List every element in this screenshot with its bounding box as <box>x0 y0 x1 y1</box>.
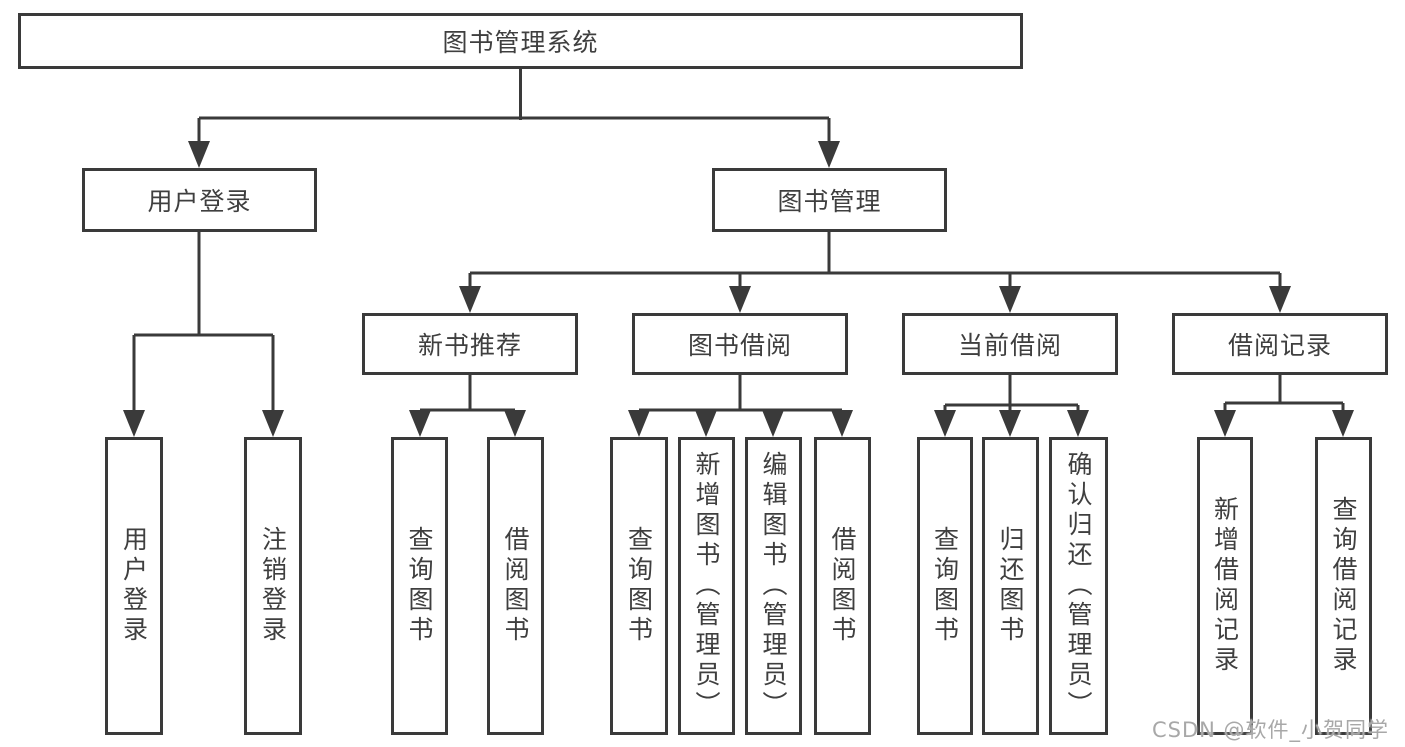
node-user-login: 用户登录 <box>82 168 317 232</box>
node-new-book-recommendation: 新书推荐 <box>362 313 578 375</box>
leaf-label: 借阅图书 <box>828 526 857 646</box>
leaf-confirm-return-admin: 确认归还（管理员） <box>1049 437 1108 735</box>
node-book-borrowing: 图书借阅 <box>632 313 848 375</box>
leaf-label: 查询图书 <box>624 526 654 646</box>
leaf-label: 用户登录 <box>119 526 149 646</box>
node-label: 当前借阅 <box>957 331 1062 360</box>
leaf-label: 查询图书 <box>930 526 960 646</box>
leaf-label: 查询借阅记录 <box>1329 496 1358 676</box>
leaf-borrow-books-recommend: 借阅图书 <box>487 437 544 735</box>
watermark: CSDN @软件_小贺同学 <box>1152 718 1390 742</box>
arrowheads <box>123 141 1354 437</box>
leaf-query-borrow-record: 查询借阅记录 <box>1315 437 1372 735</box>
leaf-logout: 注销登录 <box>244 437 302 735</box>
leaf-edit-book-admin: 编辑图书（管理员） <box>745 437 802 735</box>
leaf-query-books-current: 查询图书 <box>917 437 973 735</box>
leaf-label: 编辑图书（管理员） <box>759 451 788 721</box>
node-label: 图书管理系统 <box>442 28 599 57</box>
leaf-query-books-recommend: 查询图书 <box>391 437 448 735</box>
node-label: 图书管理 <box>777 187 882 216</box>
leaf-borrow-books-borrowing: 借阅图书 <box>814 437 871 735</box>
node-current-borrowing: 当前借阅 <box>902 313 1118 375</box>
leaf-label: 查询图书 <box>405 526 434 646</box>
leaf-return-book: 归还图书 <box>982 437 1039 735</box>
leaf-user-login: 用户登录 <box>105 437 163 735</box>
node-borrowing-records: 借阅记录 <box>1172 313 1388 375</box>
node-label: 借阅记录 <box>1227 331 1332 360</box>
node-label: 图书借阅 <box>687 331 792 360</box>
node-library-management-system: 图书管理系统 <box>18 13 1023 69</box>
leaf-label: 借阅图书 <box>501 526 530 646</box>
leaf-query-books-borrowing: 查询图书 <box>610 437 668 735</box>
leaf-label: 新增图书（管理员） <box>692 451 721 721</box>
leaf-label: 确认归还（管理员） <box>1064 451 1093 721</box>
leaf-label: 归还图书 <box>996 526 1025 646</box>
node-label: 用户登录 <box>147 187 252 216</box>
leaf-label: 注销登录 <box>258 526 288 646</box>
leaf-add-borrow-record: 新增借阅记录 <box>1197 437 1253 735</box>
leaf-label: 新增借阅记录 <box>1210 496 1240 676</box>
node-label: 新书推荐 <box>417 331 522 360</box>
node-book-management: 图书管理 <box>712 168 947 232</box>
leaf-add-book-admin: 新增图书（管理员） <box>678 437 735 735</box>
